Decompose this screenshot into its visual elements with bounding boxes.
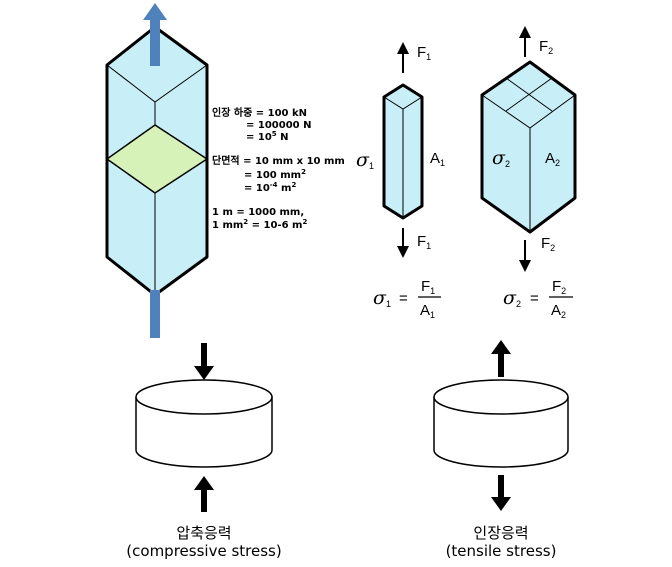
top-face-grid-line	[505, 77, 553, 112]
load-eq2: = 105 N	[246, 130, 289, 143]
bar2-stress-symbol: σ2	[492, 147, 510, 169]
tension-arrow-down	[491, 475, 511, 511]
compressive-caption-ko: 압축응력	[176, 524, 231, 542]
area-eq1: = 100 mm2	[244, 168, 306, 181]
bar2-stress-formula: σ2 = F2 A2	[503, 278, 573, 320]
bar1-force-top: F1	[417, 44, 431, 62]
wide-block	[480, 60, 577, 234]
bar2-area-symbol: A2	[545, 150, 560, 168]
compressive-cylinder	[135, 379, 273, 468]
slender-bar	[382, 83, 424, 220]
svg-text:=: =	[530, 290, 539, 307]
load-eq1: = 100000 N	[246, 120, 311, 131]
bar1-stress-formula: σ1 = F1 A1	[373, 278, 441, 320]
svg-text:F2: F2	[552, 278, 566, 296]
svg-text:=: =	[399, 290, 408, 307]
bar1-stress-symbol: σ1	[356, 149, 374, 171]
tension-arrow-up	[491, 340, 511, 377]
svg-text:A1: A1	[420, 302, 435, 320]
notes-block: 인장 하중 = 100 kN = 100000 N = 105 N 단면적 = …	[212, 106, 345, 231]
bar2-force-bottom: F2	[541, 235, 555, 253]
tensile-caption-ko: 인장응력	[473, 524, 528, 542]
svg-text:σ1: σ1	[373, 287, 391, 309]
svg-text:A2: A2	[551, 302, 566, 320]
svg-text:F1: F1	[421, 278, 435, 296]
compressive-caption-en: (compressive stress)	[126, 542, 281, 560]
compression-arrow-up	[194, 476, 214, 512]
bar1-area-symbol: A1	[430, 150, 445, 168]
conversion-1: 1 m = 1000 mm,	[212, 207, 304, 218]
tensile-caption-en: (tensile stress)	[446, 542, 557, 560]
blue-tension-arrow-down	[150, 290, 160, 338]
svg-text:σ2: σ2	[503, 287, 521, 309]
load-label: 인장 하중 = 100 kN	[212, 106, 307, 119]
conversion-2: 1 mm2 = 10-6 m2	[212, 218, 307, 231]
bar2-force-top: F2	[539, 38, 553, 56]
tensile-cylinder	[433, 379, 569, 468]
large-prism	[105, 25, 209, 297]
area-label: 단면적 = 10 mm x 10 mm	[212, 154, 345, 167]
bar1-force-bottom: F1	[417, 233, 431, 251]
compression-arrow-down	[194, 343, 214, 380]
area-eq2: = 10-4 m2	[244, 181, 296, 194]
blue-tension-arrow-up	[143, 3, 167, 66]
